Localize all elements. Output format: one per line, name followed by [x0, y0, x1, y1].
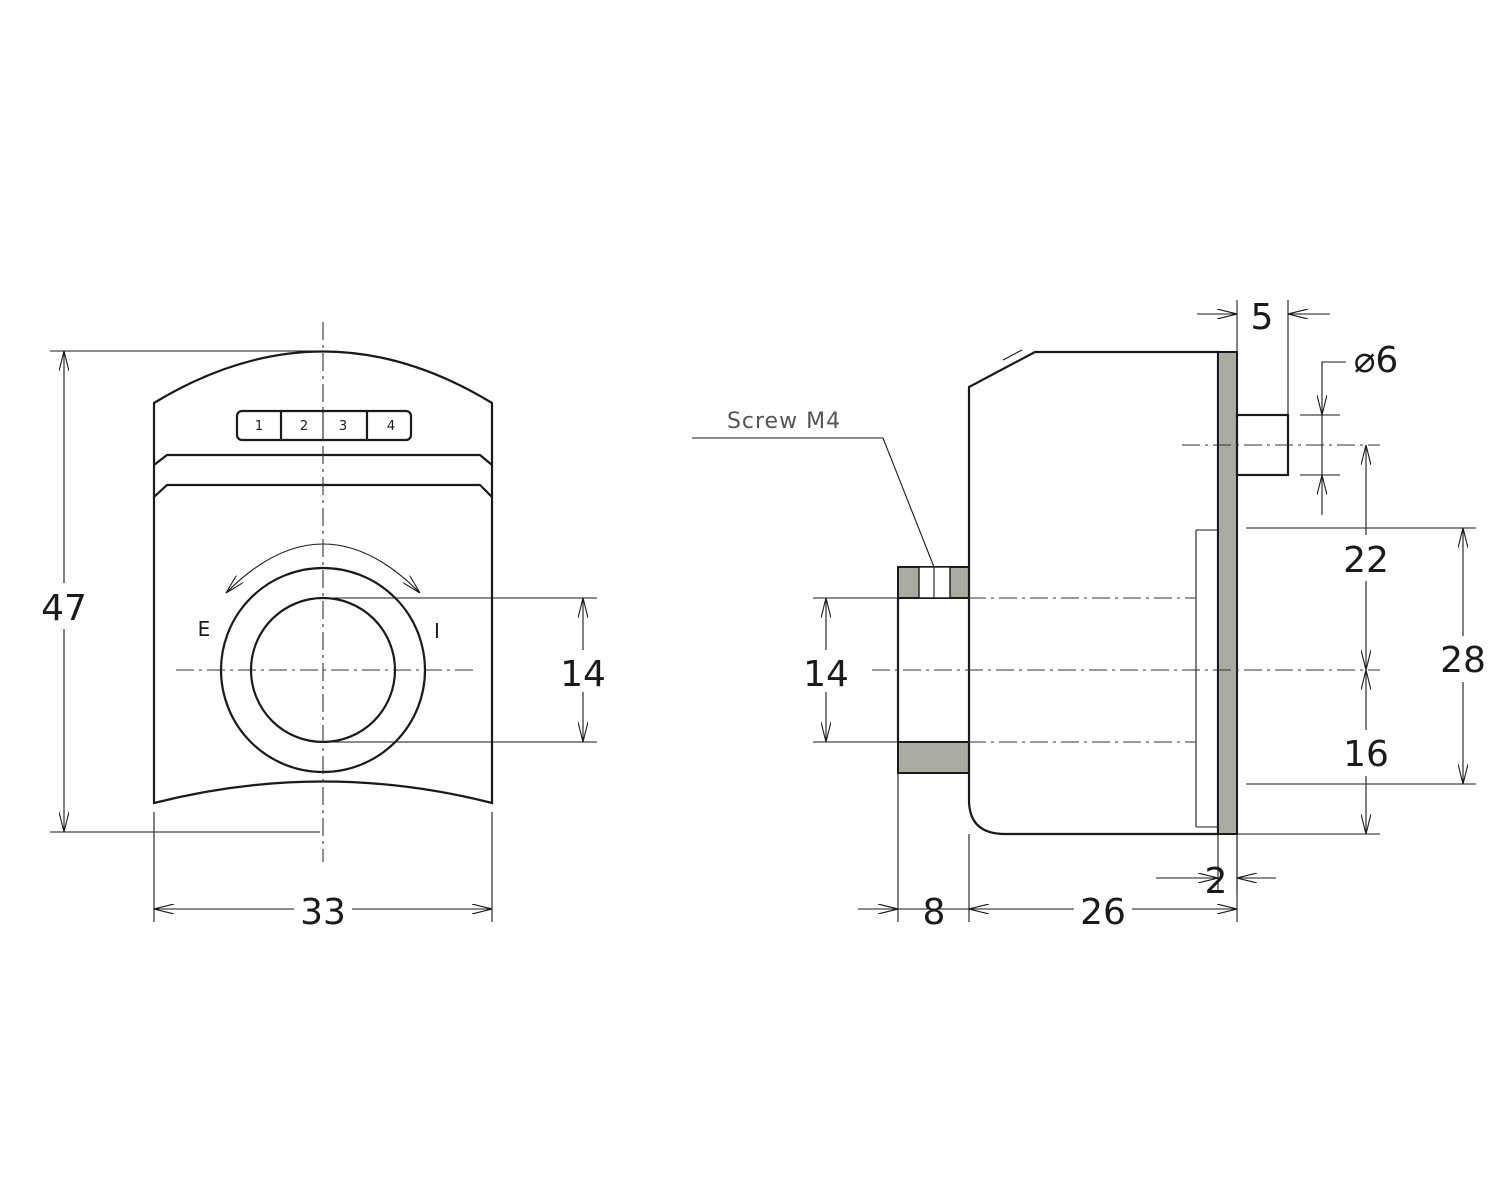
side-body-outline — [967, 350, 1220, 836]
front-view: 1 2 3 4 E I 47 33 14 — [36, 322, 608, 933]
dim-shaft-diameter-value: ⌀6 — [1354, 340, 1399, 381]
mounting-plate-section — [1217, 351, 1238, 835]
position-marker-box — [235, 409, 413, 442]
collar-section-bottom — [897, 741, 970, 774]
dim-plate-thickness-value: 2 — [1205, 861, 1228, 902]
front-housing-outline — [152, 350, 494, 805]
dim-height-value: 47 — [41, 588, 87, 629]
dim-front-bore-value: 14 — [560, 654, 606, 695]
position-marker-4: 4 — [387, 419, 395, 434]
dim-plate-height-value: 28 — [1440, 640, 1486, 681]
dim-upper-offset-value: 22 — [1343, 540, 1389, 581]
rotation-label-e: E — [198, 617, 211, 641]
dim-collar-width-value: 8 — [923, 892, 946, 933]
rotation-label-i: I — [434, 619, 440, 643]
screw-callout-leader — [692, 437, 935, 568]
dim-lower-offset-value: 16 — [1343, 734, 1389, 775]
dim-width-value: 33 — [300, 892, 346, 933]
position-marker-2: 2 — [300, 419, 308, 434]
screw-callout-label: Screw M4 — [727, 409, 841, 434]
position-marker-1: 1 — [255, 419, 263, 434]
dim-side-bore-value: 14 — [803, 654, 849, 695]
dim-body-depth-value: 26 — [1080, 892, 1126, 933]
position-marker-3: 3 — [339, 419, 347, 434]
side-view: Screw M4 14 8 26 2 5 — [692, 297, 1491, 933]
dim-shaft-length-value: 5 — [1251, 297, 1274, 338]
